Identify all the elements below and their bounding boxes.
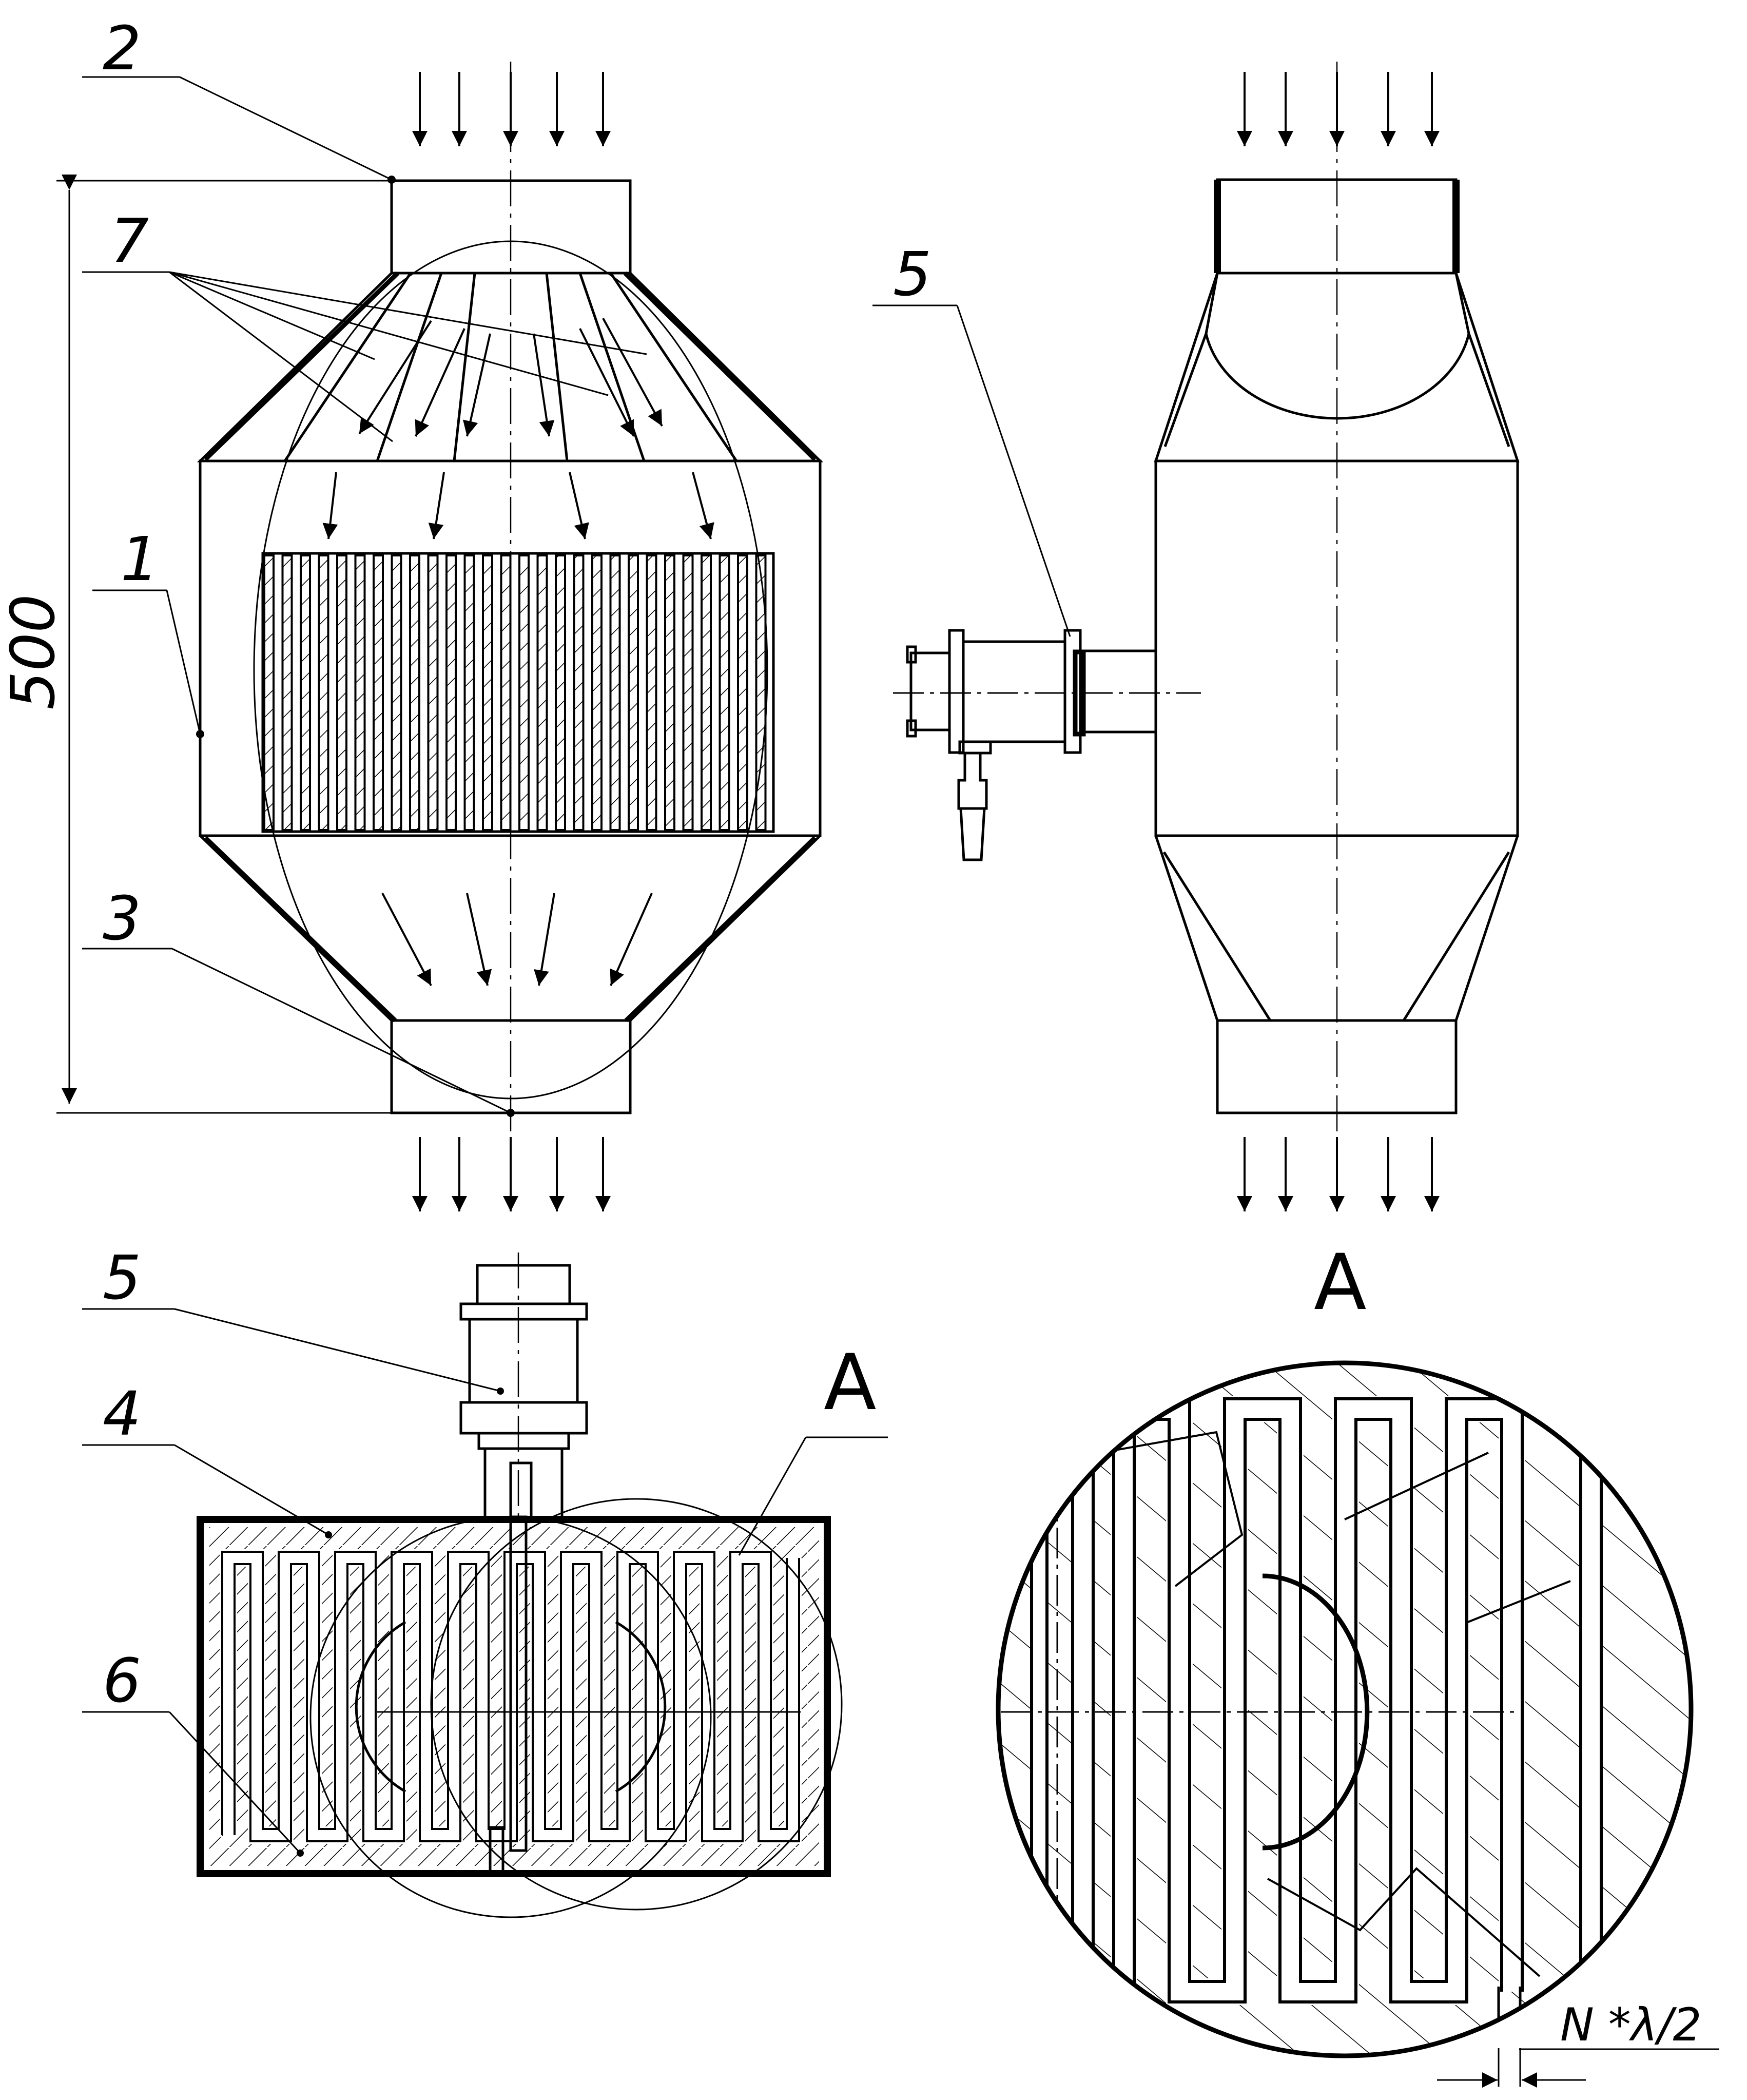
cone-flow-arrows bbox=[358, 318, 663, 437]
svg-text:5: 5 bbox=[893, 239, 931, 310]
emitter-assembly-side bbox=[893, 629, 1201, 861]
fin bbox=[373, 554, 384, 831]
svg-text:4: 4 bbox=[103, 1378, 141, 1449]
gap-note: N *λ/2 bbox=[1560, 1998, 1702, 2051]
view-a-title: A bbox=[1314, 1238, 1367, 1327]
fin bbox=[701, 554, 712, 831]
side-view: 5 bbox=[872, 62, 1520, 1211]
dimension-500-label: 500 bbox=[0, 594, 68, 709]
fin bbox=[500, 554, 512, 831]
fin bbox=[445, 554, 457, 831]
svg-text:6: 6 bbox=[103, 1645, 141, 1716]
view-a-callout: A bbox=[738, 1338, 888, 1556]
gap-dimension: N *λ/2 bbox=[1437, 1998, 1719, 2088]
callout-3: 3 bbox=[82, 883, 515, 1117]
fin bbox=[427, 554, 439, 831]
fin bbox=[628, 554, 639, 831]
svg-text:A: A bbox=[824, 1338, 877, 1428]
fin bbox=[463, 554, 475, 831]
fin bbox=[318, 554, 329, 831]
svg-text:7: 7 bbox=[110, 205, 149, 276]
fin bbox=[263, 554, 275, 831]
fin bbox=[354, 554, 366, 831]
outlet-flow-arrows bbox=[412, 1137, 611, 1211]
inlet-flow-arrows bbox=[412, 72, 611, 146]
fin bbox=[591, 554, 603, 831]
fin bbox=[682, 554, 694, 831]
fin-block bbox=[261, 552, 775, 833]
fin bbox=[719, 554, 730, 831]
detail-circle bbox=[996, 1360, 1694, 2058]
fin bbox=[281, 554, 293, 831]
svg-text:5: 5 bbox=[103, 1242, 141, 1313]
side-inlet-flow-arrows bbox=[1237, 72, 1440, 146]
fin bbox=[409, 554, 420, 831]
fin bbox=[336, 554, 347, 831]
fin bbox=[536, 554, 548, 831]
height-dimension: 500 bbox=[0, 175, 511, 1114]
callout-7: 7 bbox=[82, 205, 647, 442]
fin bbox=[664, 554, 675, 831]
fin bbox=[609, 554, 621, 831]
plan-section-view: 5 4 6 A bbox=[82, 1242, 888, 1918]
body-flow-arrows bbox=[322, 472, 714, 540]
housing-body bbox=[199, 459, 822, 837]
callout-4: 4 bbox=[82, 1378, 329, 1536]
fin bbox=[755, 554, 767, 831]
lower-cone-flow-arrows bbox=[381, 893, 653, 986]
fin bbox=[391, 554, 402, 831]
fin bbox=[573, 554, 585, 831]
svg-text:3: 3 bbox=[103, 883, 141, 954]
fin bbox=[482, 554, 493, 831]
svg-text:1: 1 bbox=[121, 524, 159, 594]
fin bbox=[300, 554, 311, 831]
fin bbox=[518, 554, 530, 831]
svg-text:2: 2 bbox=[103, 13, 141, 84]
fin bbox=[555, 554, 566, 831]
housing-section bbox=[197, 1516, 831, 1877]
callout-6: 6 bbox=[82, 1645, 301, 1854]
callout-5-plan: 5 bbox=[82, 1242, 501, 1392]
side-outlet-flow-arrows bbox=[1237, 1137, 1440, 1211]
callout-1: 1 bbox=[92, 524, 204, 738]
fin bbox=[737, 554, 748, 831]
callout-2: 2 bbox=[82, 13, 396, 184]
callout-5-side: 5 bbox=[872, 239, 1071, 637]
fin bbox=[646, 554, 657, 831]
front-view: 500 2 7 1 3 bbox=[0, 13, 824, 1211]
detail-view-a: A N *λ/2 bbox=[996, 1238, 1719, 2088]
